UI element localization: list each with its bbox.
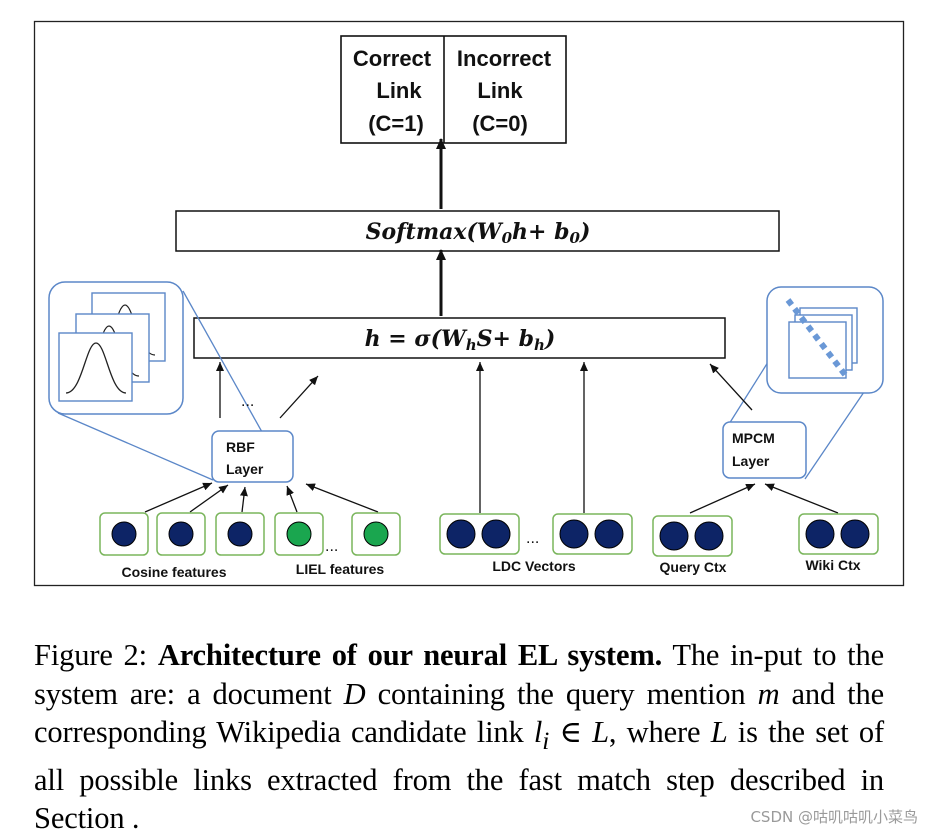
var-li: l [533,715,543,749]
correct-link-label-2: Link [376,78,422,103]
var-l-2: L [710,715,728,749]
arrow-wiki-to-mpcm [764,483,839,514]
rbf-layer: RBF Layer [211,430,294,483]
mpcm-layer: MPCM Layer [722,421,807,479]
var-d: D [343,676,366,711]
arrow-cos1-to-rbf [144,482,213,513]
gaussian-curve-icon [65,342,127,394]
input-ldc-2 [552,513,633,555]
input-ldc-1 [439,513,520,555]
input-liel-2 [351,512,401,556]
input-query-ctx [652,515,733,557]
softmax-formula: Softmax(W0h+ b0) [366,219,591,247]
label-wiki-ctx: Wiki Ctx [805,557,860,573]
ellipsis-ldc: ... [526,530,539,547]
mpcm-zoom-panel [723,286,884,480]
rbf-zoom-panel [48,281,263,481]
arrow-cos2-to-rbf [189,484,229,513]
caption-title: Architecture of our neural EL system. [157,638,663,672]
ellipsis-hidden: ... [241,393,254,410]
arrow-rbf-to-hidden-2 [279,375,319,419]
input-cosine-1 [99,512,149,556]
label-query-ctx: Query Ctx [660,559,727,575]
rbf-label-2: Layer [226,461,264,477]
mpcm-label-2: Layer [732,453,770,469]
ellipsis-liel: ... [325,538,338,555]
figure-frame [33,20,905,587]
softmax-layer: Softmax(W0h+ b0) [175,210,780,252]
caption-label: Figure 2: [34,638,147,672]
incorrect-link-label-3: (C=0) [472,111,528,136]
arrow-liel1-to-rbf [286,485,298,513]
diagonal-match-icon [785,298,849,378]
correct-link-label-1: Correct [353,46,432,71]
incorrect-link-label-1: Incorrect [457,46,552,71]
figure-caption: Figure 2: Architecture of our neural EL … [34,638,884,836]
input-cosine-3 [215,512,265,556]
hidden-layer: h = σ(WhS+ bh) [193,317,726,359]
arrow-query-to-mpcm [689,483,756,514]
input-wiki-ctx [798,513,879,555]
input-cosine-2 [156,512,206,556]
output-box: Correct Link (C=1) Incorrect Link (C=0) [340,35,567,144]
label-ldc-vectors: LDC Vectors [492,558,575,574]
correct-link-label-3: (C=1) [368,111,424,136]
var-l: L [592,715,609,749]
arrow-liel2-to-rbf [305,483,379,513]
var-m: m [757,676,780,711]
label-cosine-features: Cosine features [121,564,226,580]
input-liel-1 [274,512,324,556]
arrow-mpcm-to-hidden [709,363,753,411]
mpcm-label-1: MPCM [732,430,775,446]
watermark: CSDN @咕叽咕叽小菜鸟 [750,808,918,826]
hidden-formula: h = σ(WhS+ bh) [365,326,556,354]
incorrect-link-label-2: Link [477,78,523,103]
arrow-cos3-to-rbf [239,486,248,513]
architecture-diagram: Correct Link (C=1) Incorrect Link (C=0) … [33,20,905,587]
label-liel-features: LIEL features [296,561,385,577]
rbf-label-1: RBF [226,439,255,455]
